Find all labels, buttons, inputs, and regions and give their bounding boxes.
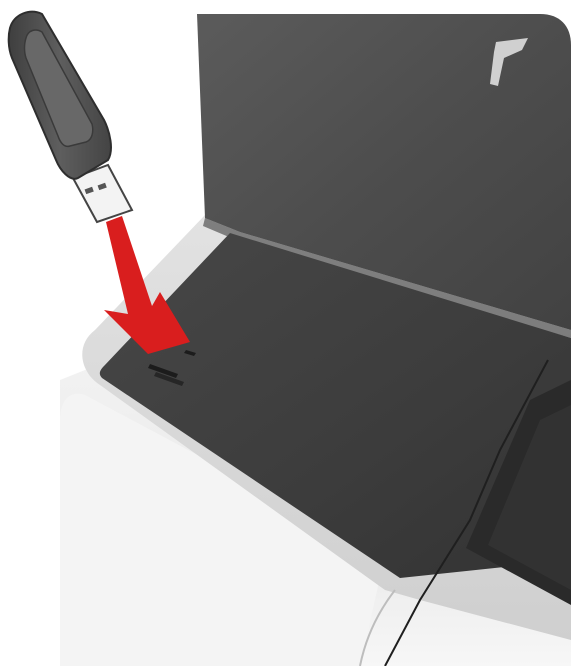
usb-drive-icon: [9, 12, 132, 222]
